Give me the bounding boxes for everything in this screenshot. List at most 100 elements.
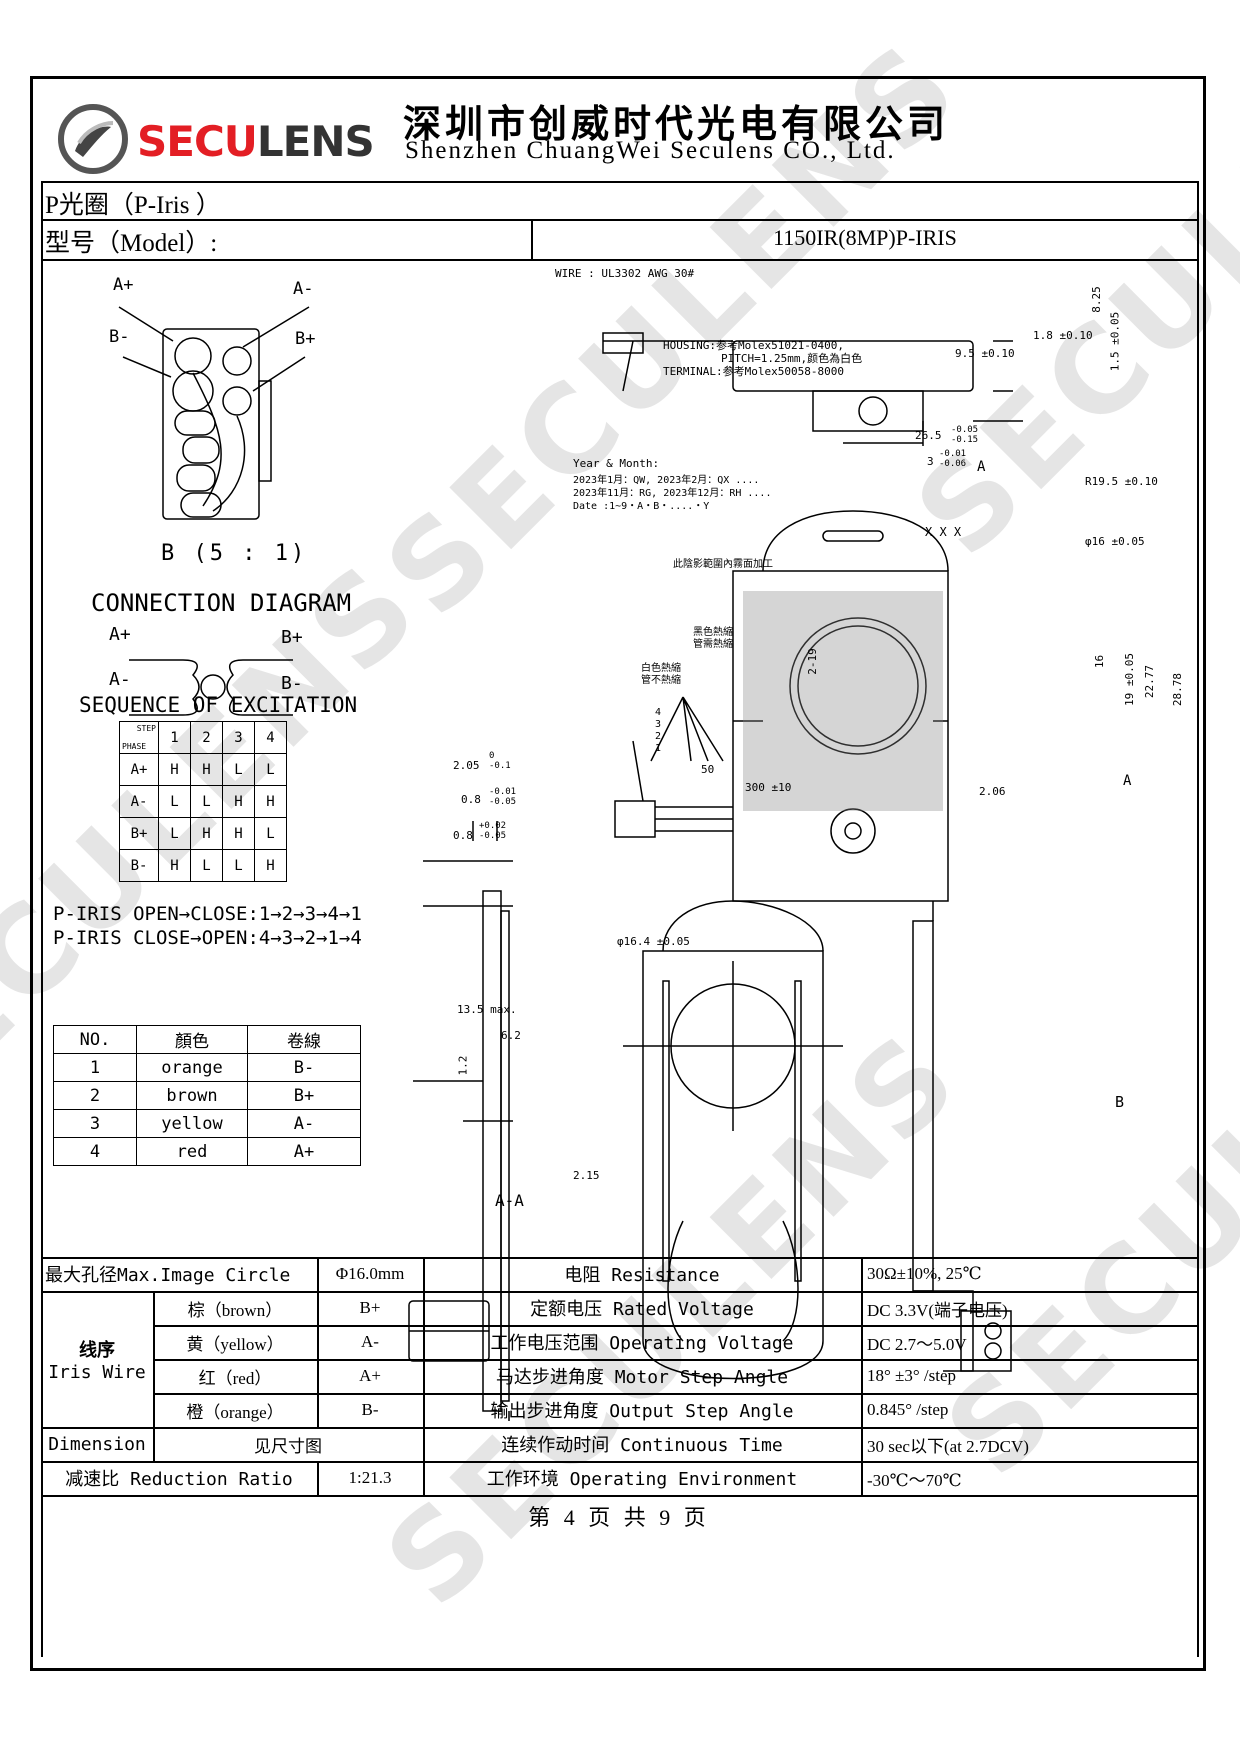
dim-16: 16: [1093, 654, 1107, 669]
dim-2-15: 2.15: [573, 1169, 600, 1182]
pin-a-minus: [222, 346, 252, 376]
ym-line1: 2023年1月：QW, 2023年2月：QX ....: [573, 475, 760, 486]
side-view-b: [912, 920, 934, 1292]
detail-caption: B (5 : 1): [161, 541, 308, 566]
wire-cell: 3: [53, 1109, 137, 1138]
wire-cell: yellow: [136, 1109, 248, 1138]
param-label: 连续作动时间 Continuous Time: [501, 1435, 783, 1456]
seq-step: 1: [158, 721, 191, 754]
param-label: 输出步进角度 Output Step Angle: [490, 1401, 794, 1422]
wire-color: 橙（orange）: [186, 1402, 284, 1422]
dim-0-8b-tol: +0.02 -0.05: [479, 821, 507, 841]
dim-1-2: 1.2: [456, 1055, 470, 1076]
seq-cell: H: [222, 785, 255, 818]
seq-step: 3: [222, 721, 255, 754]
wire-cell: 1: [53, 1053, 137, 1082]
seq-cell: H: [222, 817, 255, 850]
pin-number: 3: [655, 719, 662, 730]
label-b-plus: B+: [295, 329, 316, 349]
param-value: DC 2.7～5.0V: [867, 1334, 967, 1354]
seq-phase: A+: [119, 753, 159, 786]
dimension-label: Dimension: [48, 1433, 146, 1455]
pin-number: 4: [655, 707, 662, 718]
seq-phase: A-: [119, 785, 159, 818]
seq-cell: H: [190, 753, 223, 786]
technical-drawing: [118, 306, 1023, 1421]
wire-cell: B-: [247, 1053, 361, 1082]
pin-slot: [180, 492, 222, 518]
wire-header: NO.: [53, 1025, 137, 1054]
dim-0-8a-tol: -0.01 -0.05: [489, 787, 517, 807]
dim-0-8a: 0.8: [461, 793, 481, 806]
pin-slot: [174, 410, 216, 436]
wire-cell: red: [136, 1137, 248, 1166]
dim-26-5: 26.5: [915, 429, 942, 442]
iris-wire-label: 线序 Iris Wire: [41, 1291, 153, 1427]
seq-cell: L: [222, 753, 255, 786]
dim-1-5: 1.5 ±0.05: [1108, 311, 1122, 372]
seq-cell: L: [222, 849, 255, 882]
dim-26-5-tol: -0.05 -0.15: [951, 425, 979, 445]
sequence-table: STEP PHASE 1 2 3 4 A+ H H L L A- L L H H…: [119, 721, 287, 882]
terminal-note: TERMINAL:参考Molex50058-8000: [663, 365, 844, 378]
max-circle-value: Φ16.0mm: [335, 1264, 405, 1283]
dim-2-19: 2-19: [805, 648, 819, 675]
wire-color-table: NO. 顏色 卷線 1 orange B- 2 brown B+ 3 yello…: [53, 1025, 361, 1166]
seq-cell: L: [190, 849, 223, 882]
page-number: 第 4 页 共 9 页: [528, 1505, 710, 1530]
param-label: 工作电压范围 Operating Voltage: [490, 1333, 794, 1354]
wire-header: 顏色: [136, 1025, 248, 1054]
aperture: [789, 617, 927, 755]
param-value: DC 3.3V(端子电压): [867, 1300, 1008, 1320]
connection-title: CONNECTION DIAGRAM: [91, 589, 352, 617]
dim-2-05-tol: 0 -0.1: [489, 751, 511, 771]
seq-cell: L: [158, 785, 191, 818]
seq-cell: H: [254, 849, 287, 882]
conn-b-plus: B+: [281, 627, 303, 648]
sequence-title: SEQUENCE OF EXCITATION: [79, 693, 358, 717]
seq-cell: H: [254, 785, 287, 818]
dim-300: 300 ±10: [745, 781, 792, 794]
company-name-en: Shenzhen ChuangWei Seculens CO., Ltd.: [405, 137, 896, 164]
param-value: 30 sec以下(at 2.7DCV): [867, 1436, 1029, 1456]
white-heat-note-2: 管不熱縮: [641, 675, 681, 686]
seq-cell: L: [254, 753, 287, 786]
pin-a-plus: [174, 337, 212, 375]
section-a-top: A: [977, 459, 986, 475]
section-a-bottom: A: [1123, 773, 1132, 789]
pin-slot: [176, 464, 216, 492]
wire-cell: brown: [136, 1081, 248, 1110]
ym-line3: Date :1~9・A・B・....・Y: [573, 501, 710, 512]
param-value: 0.845° /step: [867, 1400, 949, 1419]
housing-note: HOUSING:参考Molex51021-0400,: [663, 339, 844, 352]
phi16-4: φ16.4 ±0.05: [617, 935, 690, 948]
seq-phase: B+: [119, 817, 159, 850]
max-circle-label: 最大孔径Max.Image Circle: [45, 1265, 291, 1286]
dim-22-77: 22.77: [1143, 664, 1157, 699]
date-code: X X X: [925, 525, 962, 539]
wire-color: 红（red）: [198, 1368, 272, 1388]
param-value: 30Ω±10%, 25℃: [867, 1264, 982, 1283]
reduction-label: 减速比 Reduction Ratio: [65, 1469, 293, 1490]
wire-cell: 2: [53, 1081, 137, 1110]
phi16: φ16 ±0.05: [1085, 535, 1145, 548]
drawing-sheet: SECULENS 深圳市创威时代光电有限公司 Shenzhen ChuangWe…: [30, 76, 1206, 1671]
seq-cell: L: [254, 817, 287, 850]
param-label: 马达步进角度 Motor Step Angle: [495, 1367, 789, 1388]
wire-color: 黄（yellow）: [186, 1334, 284, 1354]
conn-a-plus: A+: [109, 624, 131, 645]
logo-text: SECULENS: [137, 117, 375, 166]
shade-note: 此陰影範圍內霧面加工: [673, 559, 773, 570]
seq-cell: L: [158, 817, 191, 850]
pitch-note: PITCH=1.25mm,颜色為白色: [721, 352, 863, 365]
seq-corner-phase: PHASE: [122, 742, 147, 751]
dim-1-8: 1.8 ±0.10: [1033, 329, 1093, 342]
dim-50: 50: [701, 763, 715, 776]
close-open-sequence: P-IRIS CLOSE→OPEN:4→3→2→1→4: [53, 927, 362, 949]
wire-cell: A+: [247, 1137, 361, 1166]
pin-number: 1: [655, 743, 662, 754]
pin-b-plus: [222, 386, 252, 416]
dim-3-tol: -0.01 -0.06: [939, 449, 967, 469]
view-b-label: B: [1115, 1093, 1125, 1111]
reduction-value: 1:21.3: [348, 1468, 392, 1487]
